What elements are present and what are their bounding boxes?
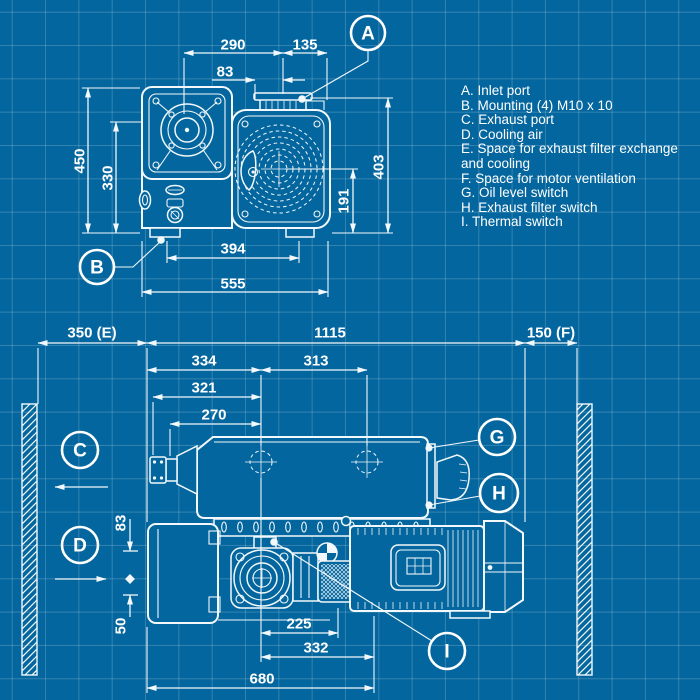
callout-c-circle [60, 430, 100, 470]
side-dimensions: 350 (E) 1115 150 (F) 334 313 321 270 83 … [37, 325, 578, 693]
port-position-2 [351, 446, 383, 478]
dim-1115: 1115 [314, 325, 346, 342]
legend: A. Inlet port B. Mounting (4) M10 x 10 C… [461, 83, 700, 230]
oil-fittings [138, 184, 185, 224]
legend-item-e: E. Space for exhaust filter exchange and… [461, 141, 678, 171]
exhaust-filter-housing [426, 443, 470, 509]
callout-i-circle [427, 631, 467, 671]
dim-270: 270 [201, 407, 226, 424]
foot-left [149, 227, 181, 238]
motor-end-cap [483, 520, 524, 613]
dim-403: 403 [371, 154, 388, 179]
dim-321: 321 [191, 380, 216, 397]
callout-h: H [425, 472, 520, 514]
motor [218, 515, 524, 621]
pump-tank [196, 436, 429, 519]
callout-c-label: C [73, 441, 87, 462]
callout-b: B [78, 236, 165, 286]
motor-fins [357, 528, 479, 609]
callout-h-circle [478, 472, 520, 514]
dim-350e: 350 (E) [67, 325, 116, 342]
legend-item-f: F. Space for motor ventilation [461, 170, 636, 186]
dim-332: 332 [303, 640, 328, 657]
terminal-box [390, 544, 446, 591]
lifting-lug [340, 515, 352, 527]
side-view: 350 (E) 1115 150 (F) 334 313 321 270 83 … [21, 325, 593, 693]
centerline-marker [125, 574, 135, 584]
callout-i: I [270, 538, 467, 671]
legend-item-i: I. Thermal switch [461, 214, 563, 230]
callout-d-label: D [73, 536, 87, 557]
dim-50-axis: 50 [113, 618, 130, 635]
dim-135: 135 [292, 37, 317, 54]
dim-225: 225 [286, 616, 311, 633]
front-dimensions: 290 135 83 450 330 403 191 394 555 [72, 37, 393, 297]
callout-b-label: B [90, 258, 104, 279]
callout-h-label: H [492, 484, 506, 505]
dim-150f: 150 (F) [527, 325, 575, 342]
dim-191: 191 [336, 188, 353, 213]
tank-inlet-flange [149, 444, 198, 496]
inlet-port [253, 92, 325, 113]
dim-83-axis: 83 [113, 515, 130, 532]
callout-d: D [55, 525, 107, 582]
dim-680: 680 [249, 671, 274, 688]
motor-foot [449, 610, 491, 619]
dim-330: 330 [100, 165, 117, 190]
dim-83: 83 [217, 64, 234, 81]
dim-334: 334 [191, 353, 217, 370]
dim-394: 394 [220, 241, 246, 258]
legend-item-h: H. Exhaust filter switch [461, 199, 598, 215]
callout-a-label: A [361, 24, 375, 45]
pump-flange [230, 536, 294, 609]
callout-g-label: G [490, 428, 505, 449]
callout-a-circle [349, 14, 387, 52]
dim-290: 290 [220, 37, 245, 54]
gearbox-front [141, 86, 233, 180]
callout-a: A [298, 14, 387, 103]
dim-313: 313 [303, 353, 328, 370]
legend-item-a: A. Inlet port [461, 83, 531, 98]
callout-b-circle [78, 248, 116, 286]
sight-glass [138, 190, 152, 210]
callout-g-circle [477, 417, 517, 457]
dim-450: 450 [72, 148, 89, 173]
exhaust-box [147, 523, 221, 624]
callout-g: G [425, 417, 517, 457]
dim-555: 555 [220, 276, 245, 293]
wall-right [576, 403, 593, 676]
front-view: 290 135 83 450 330 403 191 394 555 A B [72, 14, 393, 297]
foot-right [285, 227, 315, 238]
callout-i-label: I [444, 642, 449, 663]
legend-item-g: G. Oil level switch [461, 185, 569, 201]
legend-item-b: B. Mounting (4) M10 x 10 [461, 97, 613, 113]
callout-c: C [54, 430, 108, 490]
port-position-1 [245, 446, 277, 478]
legend-item-d: D. Cooling air [461, 126, 543, 142]
wall-left [21, 403, 38, 676]
legend-item-c: C. Exhaust port [461, 112, 555, 128]
callout-d-circle [60, 525, 100, 565]
